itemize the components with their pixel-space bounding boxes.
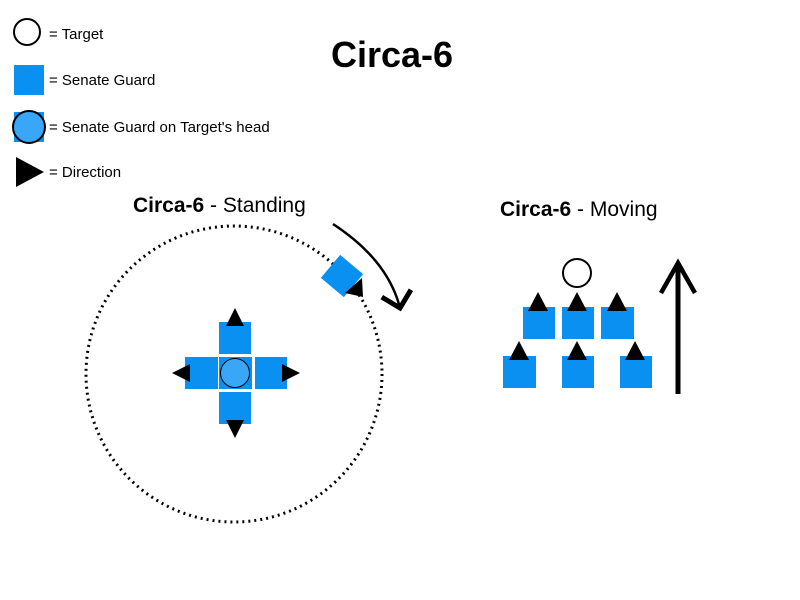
standing-heading: Circa-6 - Standing: [133, 194, 306, 218]
guard-on-head-icon: [12, 110, 46, 144]
guard-bottom-direction-icon: [226, 420, 244, 438]
guard-bottom: [219, 392, 251, 424]
page-title: Circa-6: [330, 34, 454, 75]
target-circle-icon: [12, 17, 46, 51]
moving-guard-rear-center-direction-icon: [567, 341, 587, 360]
moving-guard-front-right-direction-icon: [607, 292, 627, 311]
legend-target: = Target: [12, 17, 103, 51]
legend-guard-on-head: = Senate Guard on Target's head: [12, 110, 270, 144]
legend-senate-guard: = Senate Guard: [12, 63, 155, 97]
guard-left: [185, 357, 218, 389]
moving-guard-rear-right: [620, 356, 652, 388]
guard-right-direction-icon: [282, 364, 300, 382]
rotation-arrow: [332, 222, 414, 312]
moving-guard-rear-right-direction-icon: [625, 341, 645, 360]
moving-target-circle: [562, 258, 592, 288]
legend-senate-guard-label: = Senate Guard: [49, 71, 156, 89]
senate-guard-square-icon: [12, 63, 46, 97]
patrol-perimeter-circle: [84, 224, 384, 524]
guard-left-direction-icon: [172, 364, 190, 382]
direction-triangle-icon: [12, 155, 46, 189]
guard-top-direction-icon: [226, 308, 244, 326]
guard-top: [219, 322, 251, 354]
moving-guard-rear-left-direction-icon: [509, 341, 529, 360]
moving-heading: Circa-6 - Moving: [500, 198, 658, 222]
standing-heading-state: - Standing: [204, 194, 306, 217]
moving-guard-rear-left: [503, 356, 536, 388]
moving-guard-front-center-direction-icon: [567, 292, 587, 311]
legend-direction: = Direction: [12, 155, 121, 189]
moving-guard-front-left: [523, 307, 555, 339]
moving-guard-front-right: [601, 307, 634, 339]
moving-guard-front-center: [562, 307, 594, 339]
legend-direction-label: = Direction: [49, 163, 122, 181]
moving-guard-front-left-direction-icon: [528, 292, 548, 311]
moving-heading-state: - Moving: [571, 198, 658, 221]
moving-heading-name: Circa-6: [500, 198, 572, 221]
guard-on-target-head: [220, 358, 250, 388]
movement-direction-arrow: [659, 258, 697, 394]
moving-guard-rear-center: [562, 356, 594, 388]
legend-guard-on-head-label: = Senate Guard on Target's head: [49, 118, 270, 136]
legend-target-label: = Target: [49, 25, 104, 43]
guard-right: [255, 357, 287, 389]
standing-heading-name: Circa-6: [133, 194, 205, 217]
orbiting-guard-direction-icon: [345, 278, 363, 297]
